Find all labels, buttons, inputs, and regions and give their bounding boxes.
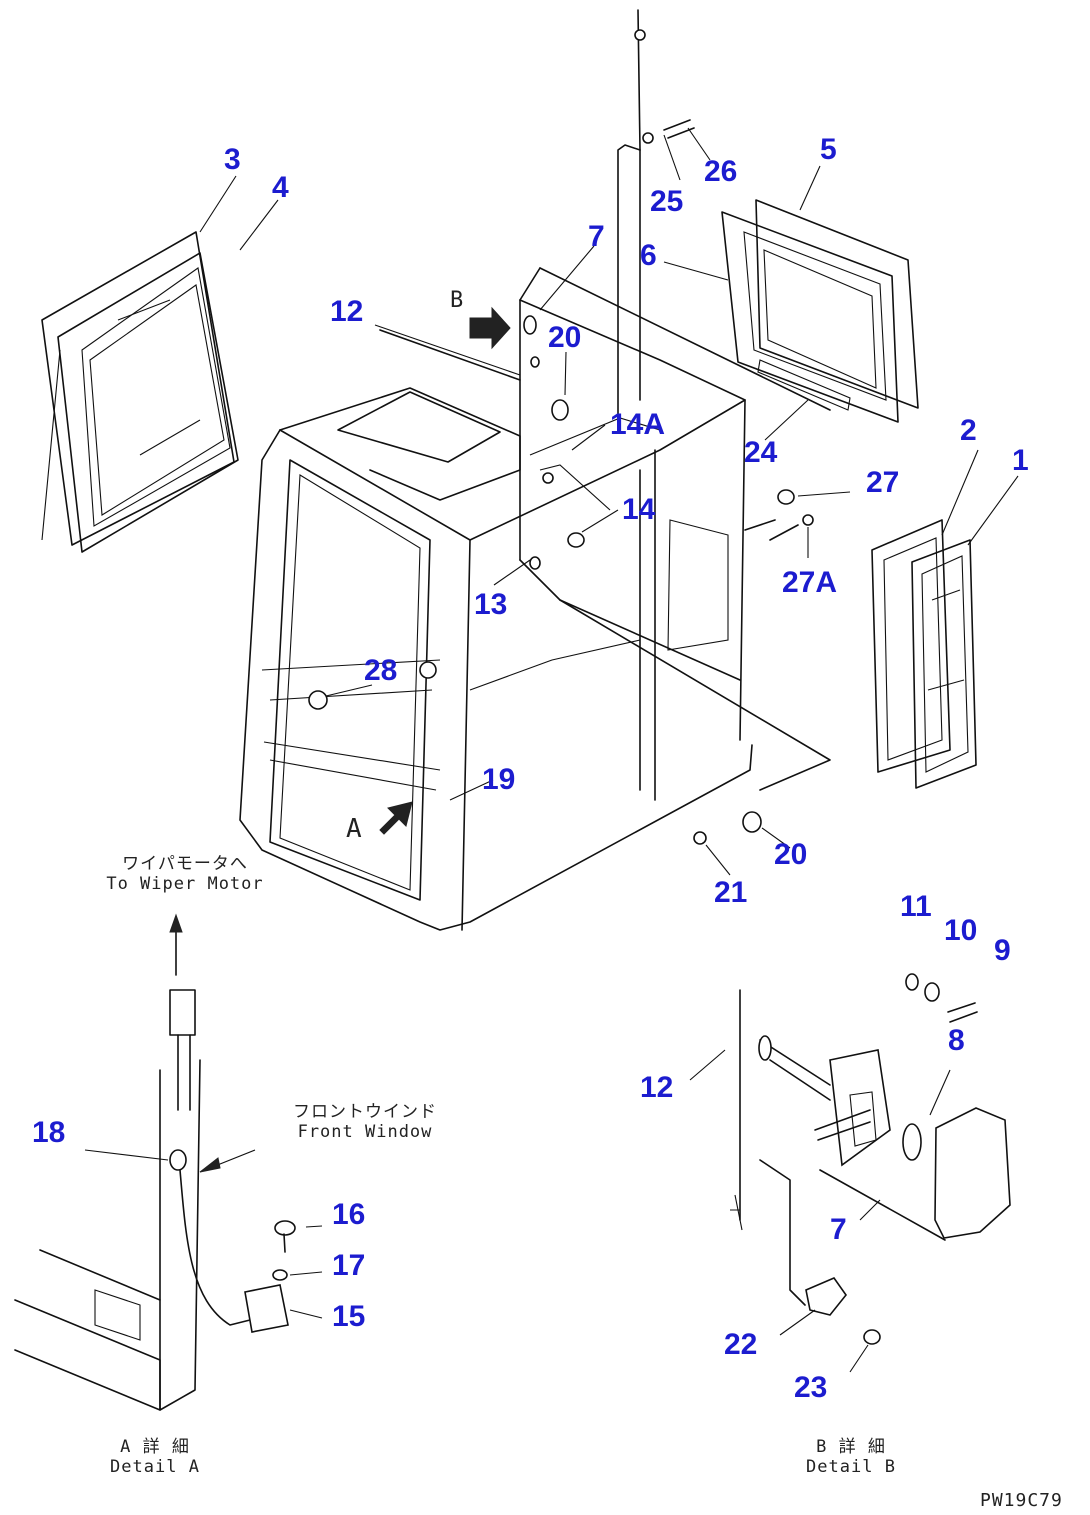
front-window-jp: フロントウインド bbox=[293, 1102, 437, 1122]
view-arrows bbox=[379, 306, 511, 835]
callout-23: 23 bbox=[794, 1371, 828, 1404]
callout-28: 28 bbox=[364, 654, 398, 687]
front-window-en: Front Window bbox=[297, 1121, 433, 1142]
view-label-b: B bbox=[450, 288, 465, 313]
antenna-rod bbox=[634, 9, 695, 151]
callout-20-top: 20 bbox=[548, 321, 582, 354]
callout-18: 18 bbox=[32, 1116, 66, 1149]
detail-a-caption: A 詳 細 Detail A bbox=[90, 1437, 220, 1477]
to-wiper-motor-jp: ワイパモータへ bbox=[122, 854, 248, 874]
callout-19: 19 bbox=[482, 763, 516, 796]
detail-a-jp: A 詳 細 bbox=[120, 1437, 190, 1457]
callout-26: 26 bbox=[704, 155, 738, 188]
side-window-left bbox=[41, 231, 239, 553]
rear-window bbox=[721, 199, 919, 423]
callout-7-top: 7 bbox=[588, 220, 605, 253]
front-window-note: フロントウインド Front Window bbox=[270, 1102, 460, 1142]
callout-20-bottom: 20 bbox=[774, 838, 808, 871]
detail-b-jp: B 詳 細 bbox=[816, 1437, 886, 1457]
callout-2: 2 bbox=[960, 414, 977, 447]
leader-lines bbox=[199, 127, 1019, 876]
callout-24: 24 bbox=[744, 436, 778, 469]
callout-22: 22 bbox=[724, 1328, 758, 1361]
callout-14a: 14A bbox=[610, 408, 666, 441]
detail-b-drawing bbox=[689, 973, 1011, 1373]
to-wiper-motor-en: To Wiper Motor bbox=[106, 873, 264, 894]
hardware-parts bbox=[308, 315, 814, 845]
callout-13: 13 bbox=[474, 588, 508, 621]
detail-b-en: Detail B bbox=[806, 1456, 896, 1477]
callout-12-top: 12 bbox=[330, 295, 364, 328]
callout-1: 1 bbox=[1012, 444, 1029, 477]
view-label-a: A bbox=[346, 814, 363, 844]
callout-3: 3 bbox=[224, 143, 241, 176]
callout-8: 8 bbox=[948, 1024, 965, 1057]
callout-15: 15 bbox=[332, 1300, 366, 1333]
callout-10: 10 bbox=[944, 914, 978, 947]
callout-21: 21 bbox=[714, 876, 748, 909]
callout-9: 9 bbox=[994, 934, 1011, 967]
callout-6: 6 bbox=[640, 239, 657, 272]
callout-25: 25 bbox=[650, 185, 684, 218]
door-window-right bbox=[871, 519, 977, 789]
cab-frame bbox=[239, 144, 831, 931]
drawing-reference-code: PW19C79 bbox=[980, 1490, 1063, 1511]
callout-11: 11 bbox=[900, 890, 932, 923]
detail-a-en: Detail A bbox=[110, 1456, 200, 1477]
callout-27a: 27A bbox=[782, 566, 838, 599]
callout-5: 5 bbox=[820, 133, 837, 166]
callout-16: 16 bbox=[332, 1198, 366, 1231]
callout-12-bottom: 12 bbox=[640, 1071, 674, 1104]
detail-a-drawing bbox=[14, 913, 323, 1411]
to-wiper-motor-note: ワイパモータへ To Wiper Motor bbox=[80, 854, 290, 894]
callout-17: 17 bbox=[332, 1249, 366, 1282]
callout-14: 14 bbox=[622, 493, 656, 526]
callout-4: 4 bbox=[272, 171, 289, 204]
callout-7-bottom: 7 bbox=[830, 1213, 847, 1246]
detail-b-caption: B 詳 細 Detail B bbox=[786, 1437, 916, 1477]
callout-27: 27 bbox=[866, 466, 900, 499]
